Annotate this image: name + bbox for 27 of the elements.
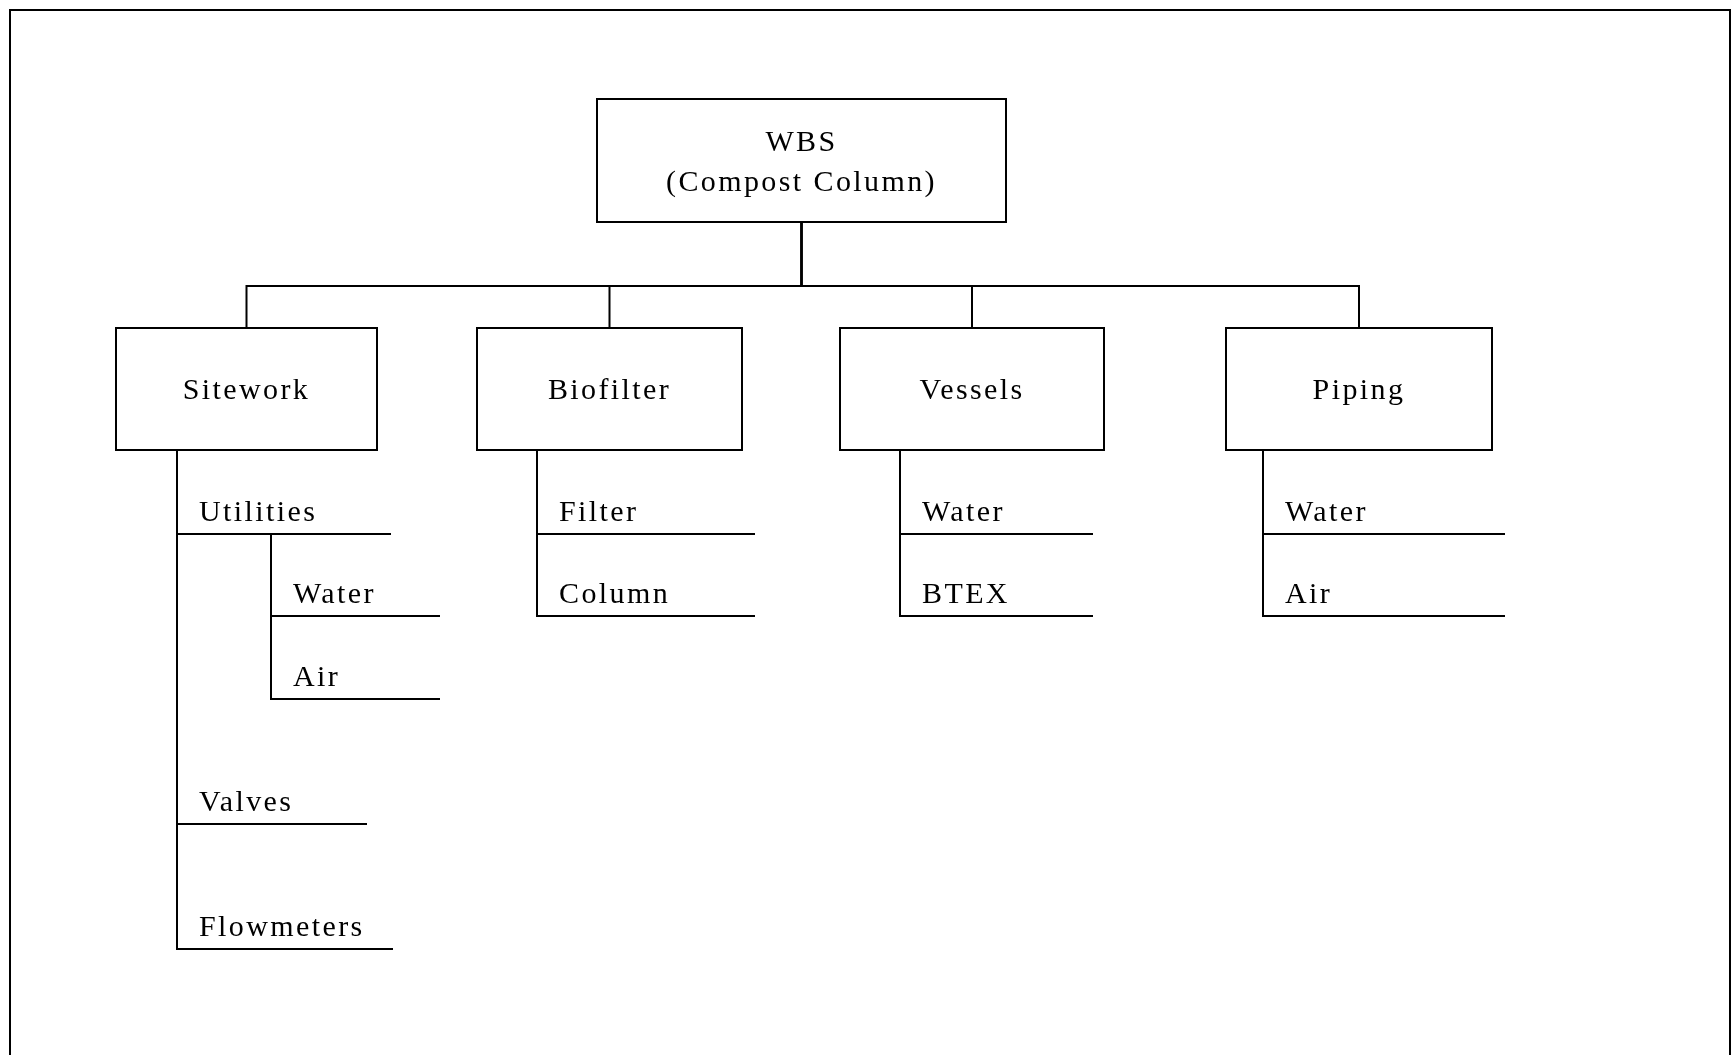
underlined-item: Water xyxy=(900,483,1093,535)
wbs-box xyxy=(839,327,1105,451)
connector-line xyxy=(1262,450,1264,618)
underlined-item: Flowmeters xyxy=(177,898,393,950)
box-label: Sitework xyxy=(182,371,311,407)
underlined-item: Air xyxy=(271,648,440,700)
underlined-item: Valves xyxy=(177,773,367,825)
wbs-box xyxy=(596,98,1007,223)
wbs-box xyxy=(1225,327,1493,451)
connector-line xyxy=(536,450,538,618)
box-label: Vessels xyxy=(919,371,1025,407)
underlined-item: Water xyxy=(1263,483,1505,535)
wbs-box xyxy=(476,327,743,451)
box-label: Piping xyxy=(1312,371,1406,407)
underlined-item: Utilities xyxy=(177,483,391,535)
underlined-item: Column xyxy=(537,565,755,617)
wbs-box xyxy=(115,327,378,451)
underlined-item: Air xyxy=(1263,565,1505,617)
box-label: Biofilter xyxy=(547,371,672,407)
underlined-item: BTEX xyxy=(900,565,1093,617)
connector-line xyxy=(800,222,1360,328)
connector-line xyxy=(270,534,272,701)
box-label: WBS xyxy=(765,122,838,159)
box-label: (Compost Column) xyxy=(666,162,937,199)
underlined-item: Filter xyxy=(537,483,755,535)
underlined-item: Water xyxy=(271,565,440,617)
connector-line xyxy=(899,450,901,618)
